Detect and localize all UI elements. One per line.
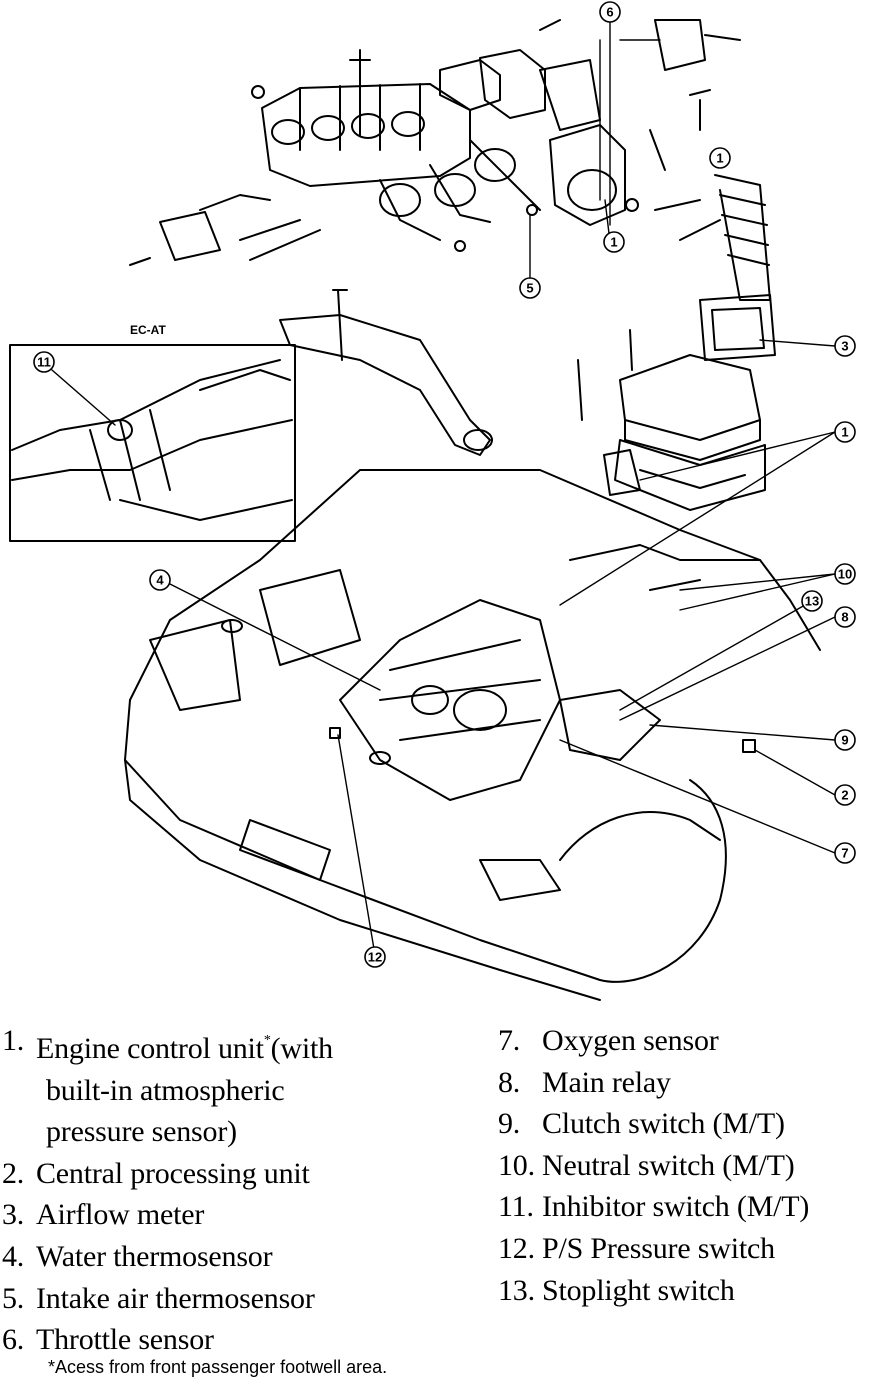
callout-1-throttle: 1 — [603, 231, 625, 253]
callout-3: 3 — [834, 335, 856, 357]
svg-text:12: 12 — [368, 950, 382, 965]
legend-item-9: 9.Clutch switch (M/T) — [498, 1107, 785, 1141]
svg-text:4: 4 — [156, 573, 164, 588]
legend-item-7: 7.Oxygen sensor — [498, 1024, 719, 1057]
callout-1-right: 1 — [834, 421, 856, 443]
svg-text:5: 5 — [526, 281, 533, 296]
legend-left-column: 1. Engine control unit*(with built-in at… — [2, 1020, 482, 1361]
legend-item-10: 10.Neutral switch (M/T) — [498, 1148, 795, 1182]
callout-8: 8 — [834, 606, 856, 628]
legend-item-8: 8.Main relay — [498, 1065, 671, 1099]
svg-text:7: 7 — [841, 846, 848, 861]
legend-item-13: 13.Stoplight switch — [498, 1273, 735, 1307]
throttle-body-illustration — [439, 19, 741, 241]
legend-item-12: 12.P/S Pressure switch — [498, 1231, 775, 1265]
legend-item-1-line-2: built-in atmospheric — [46, 1073, 285, 1107]
leader-lines — [51, 14, 836, 956]
legend-item-1-line-3: pressure sensor) — [46, 1115, 237, 1149]
svg-text:2: 2 — [841, 788, 848, 803]
legend-item-5: 5.Intake air thermosensor — [2, 1281, 315, 1315]
legend-item-3: 3.Airflow meter — [2, 1198, 205, 1232]
callout-1-top: 1 — [709, 147, 731, 169]
svg-text:13: 13 — [805, 594, 819, 609]
ec-at-inset — [9, 344, 296, 542]
legend-item-11: 11.Inhibitor switch (M/T) — [498, 1190, 810, 1224]
callout-6: 6 — [599, 1, 621, 23]
legend-item-2: 2.Central processing unit — [2, 1156, 310, 1190]
intake-manifold-illustration — [129, 49, 541, 266]
callout-11: 11 — [33, 351, 55, 373]
callout-10: 10 — [834, 563, 856, 585]
legend-item-4: 4.Water thermosensor — [2, 1239, 273, 1273]
svg-text:1: 1 — [841, 425, 848, 440]
air-intake-illustration — [279, 174, 776, 511]
callout-4: 4 — [149, 569, 171, 591]
svg-text:1: 1 — [716, 151, 723, 166]
svg-text:3: 3 — [841, 339, 848, 354]
footnote: *Acess from front passenger footwell are… — [48, 1357, 388, 1377]
legend-item-1: 1. Engine control unit*(with — [2, 1024, 333, 1065]
callout-5: 5 — [519, 277, 541, 299]
callout-7: 7 — [834, 842, 856, 864]
svg-text:6: 6 — [606, 5, 613, 20]
svg-text:8: 8 — [841, 610, 848, 625]
svg-text:10: 10 — [838, 567, 852, 582]
svg-text:9: 9 — [841, 733, 848, 748]
inset-label: EC-AT — [130, 323, 166, 337]
svg-text:11: 11 — [37, 355, 51, 370]
legend-item-6: 6.Throttle sensor — [2, 1323, 214, 1357]
car-illustration — [124, 469, 821, 1001]
legend-right-column: 7.Oxygen sensor 8.Main relay 9.Clutch sw… — [498, 1020, 878, 1311]
callout-13: 13 — [801, 590, 823, 612]
callout-9: 9 — [834, 729, 856, 751]
callouts: 6 1 1 5 3 1 11 4 — [33, 1, 856, 968]
component-location-diagram: 6 1 1 5 3 1 11 4 — [9, 1, 856, 1001]
callout-2: 2 — [834, 784, 856, 806]
callout-12: 12 — [364, 946, 386, 968]
svg-text:1: 1 — [610, 235, 617, 250]
